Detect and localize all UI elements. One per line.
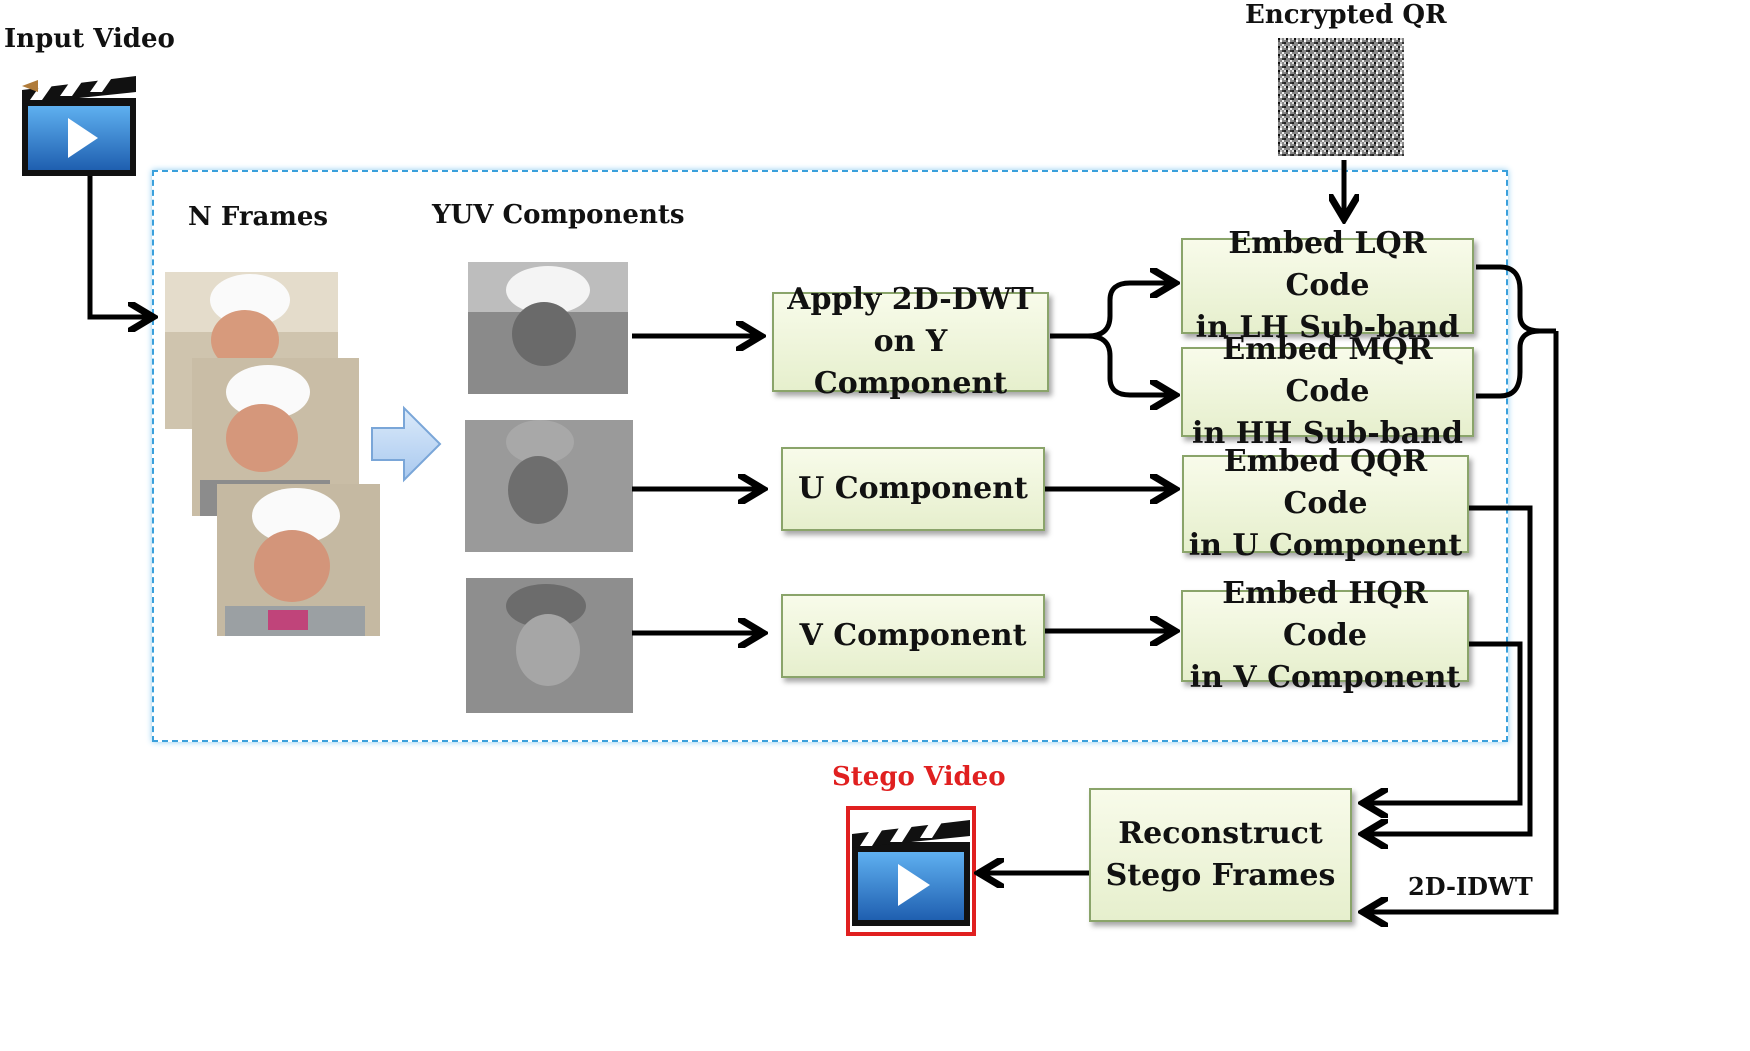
y-component-image	[468, 262, 628, 394]
idwt-label: 2D-IDWT	[1408, 872, 1533, 901]
encrypted-qr-noise-image	[1278, 38, 1404, 156]
box-line: Embed HQR Code	[1222, 576, 1428, 653]
reconstruct-box: Reconstruct Stego Frames	[1089, 788, 1352, 922]
arrow-dwt-to-lqr	[1050, 283, 1170, 339]
embed-lqr-box: Embed LQR Code in LH Sub-band	[1181, 226, 1474, 345]
encrypted-qr-label: Encrypted QR	[1245, 0, 1447, 30]
arrow-dwt-to-mqr	[1087, 333, 1170, 395]
box-line: U Component	[798, 471, 1028, 506]
clapperboard-video-icon	[22, 72, 136, 176]
box-line: Embed MQR Code	[1222, 332, 1433, 409]
embed-mqr-box: Embed MQR Code in HH Sub-band	[1181, 332, 1474, 451]
brace-lqr	[1476, 264, 1556, 334]
n-frames-label: N Frames	[188, 202, 329, 232]
u-component-image	[465, 420, 633, 552]
box-line: in U Component	[1188, 528, 1463, 563]
arrow-hqr-to-reconstruct	[1368, 641, 1523, 803]
input-video-label: Input Video	[4, 24, 175, 54]
box-line: Reconstruct	[1118, 816, 1323, 851]
u-component-box: U Component	[781, 447, 1045, 531]
face-frame-thumbnail	[217, 484, 380, 636]
box-line: Embed QQR Code	[1223, 444, 1428, 521]
processing-frame	[152, 170, 1508, 742]
box-line: V Component	[799, 618, 1027, 653]
stego-video-label: Stego Video	[832, 762, 1006, 792]
v-component-box: V Component	[781, 594, 1045, 678]
embed-qqr-box: Embed QQR Code in U Component	[1182, 444, 1469, 563]
apply-dwt-box: Apply 2D-DWT on Y Component	[772, 282, 1049, 401]
clapperboard-video-icon	[852, 816, 970, 926]
embed-hqr-box: Embed HQR Code in V Component	[1181, 576, 1469, 695]
right-block-arrow-icon	[371, 405, 442, 483]
yuv-components-label: YUV Components	[432, 200, 685, 230]
box-line: in V Component	[1189, 660, 1461, 695]
box-line: Apply 2D-DWT	[787, 282, 1034, 317]
arrow-idwt-to-reconstruct	[1368, 331, 1559, 912]
box-line: in HH Sub-band	[1192, 416, 1463, 451]
v-component-image	[466, 578, 633, 713]
arrow-input-to-frames	[87, 176, 148, 317]
arrow-qqr-to-reconstruct	[1368, 505, 1533, 834]
box-line: on Y Component	[813, 324, 1008, 401]
n-frames-stack	[165, 272, 380, 636]
box-line: in LH Sub-band	[1195, 310, 1460, 345]
box-line: Embed LQR Code	[1228, 226, 1427, 303]
box-line: Stego Frames	[1105, 858, 1336, 893]
